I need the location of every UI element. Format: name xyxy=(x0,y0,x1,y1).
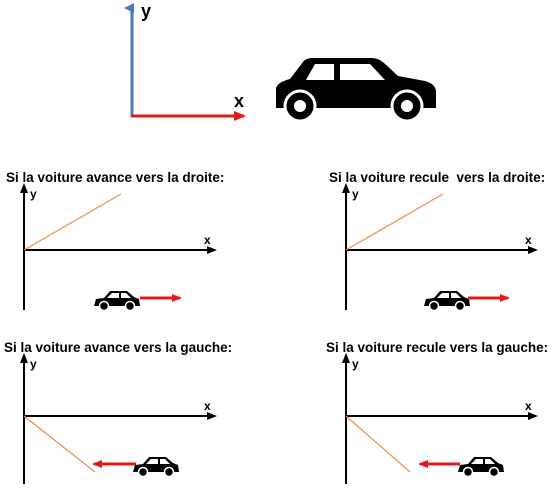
reference-frame: y x xyxy=(124,1,246,121)
panel-recule-gauche: y x xyxy=(342,353,538,484)
panel-avance-gauche: y x xyxy=(20,353,217,484)
caption-recule-droite: Si la voiture recule vers la droite: xyxy=(329,170,546,185)
y-label: y xyxy=(30,357,37,371)
graph-line xyxy=(345,415,411,473)
x-label: x xyxy=(204,233,211,247)
reference-x-label: x xyxy=(234,91,244,111)
reference-y-label: y xyxy=(141,1,151,21)
y-label: y xyxy=(352,187,359,201)
car-icon xyxy=(423,290,471,312)
caption-recule-gauche: Si la voiture recule vers la gauche: xyxy=(326,340,549,355)
x-label: x xyxy=(525,399,532,413)
caption-avance-droite: Si la voiture avance vers la droite: xyxy=(6,170,225,185)
car-icon xyxy=(276,58,436,123)
x-label: x xyxy=(204,399,211,413)
graph-line xyxy=(23,193,122,251)
panel-avance-droite: y x xyxy=(20,183,217,312)
panel-recule-droite: y x xyxy=(342,183,538,312)
x-label: x xyxy=(525,233,532,247)
graph-line xyxy=(23,415,96,473)
y-label: y xyxy=(352,357,359,371)
car-icon xyxy=(132,456,180,478)
car-icon xyxy=(93,290,141,312)
graph-line xyxy=(345,193,444,251)
caption-avance-gauche: Si la voiture avance vers la gauche: xyxy=(4,340,233,355)
car-icon xyxy=(457,456,505,478)
y-label: y xyxy=(30,187,37,201)
